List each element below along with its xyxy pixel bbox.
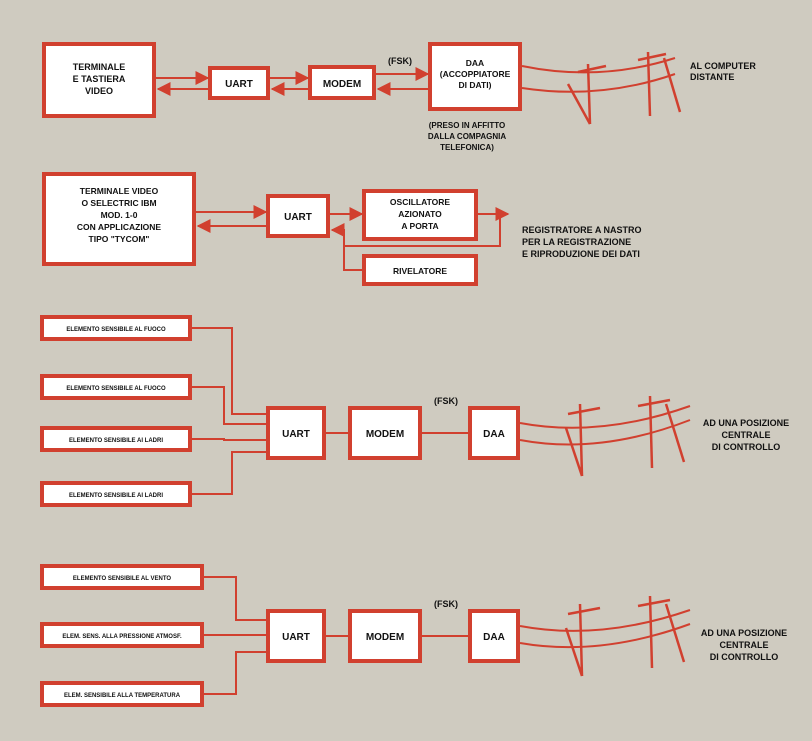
line-sensor4-uart (190, 451, 268, 495)
terminal-video-label-1: TERMINALE VIDEO (80, 186, 159, 196)
note-label-1: (PRESO IN AFFITTO (429, 121, 505, 130)
detector-box (362, 254, 478, 286)
detector-label: RIVELATORE (393, 266, 447, 276)
telephone-line-icon (521, 51, 682, 125)
daa-box-4 (468, 609, 520, 663)
oscillator-label-1: OSCILLATORE (390, 197, 450, 207)
dest-label-4b: CENTRALE (720, 640, 769, 650)
line-wind-uart (202, 576, 268, 621)
daa-label-3: DI DATI) (459, 80, 492, 90)
recorder-label-3: E RIPRODUZIONE DEI DATI (522, 249, 640, 259)
uart-label: UART (225, 79, 253, 90)
diagram-1: TERMINALE E TASTIERA VIDEO UART MODEM (F… (42, 42, 756, 152)
dest-label-3c: DI CONTROLLO (712, 442, 781, 452)
fsk-label-4: (FSK) (434, 599, 458, 609)
oscillator-label-3: A PORTA (401, 221, 438, 231)
line-temperature-uart (202, 651, 268, 695)
telephone-line-icon-4 (519, 595, 691, 677)
uart-box-4 (266, 609, 326, 663)
line-sensor1-uart (190, 327, 268, 415)
terminal-label-2: E TASTIERA (73, 74, 126, 84)
dest-label-3b: CENTRALE (722, 430, 771, 440)
oscillator-label-2: AZIONATO (398, 209, 442, 219)
recorder-label-2: PER LA REGISTRAZIONE (522, 237, 631, 247)
terminal-video-label-4: CON APPLICAZIONE (77, 222, 162, 232)
telephone-line-icon-3 (519, 395, 691, 477)
terminal-video-label-5: TIPO "TYCOM" (89, 234, 150, 244)
terminal-video-box (42, 172, 196, 266)
dest-label-4c: DI CONTROLLO (710, 652, 779, 662)
uart-label-3: UART (282, 429, 310, 440)
sensor-theft-label-2: ELEMENTO SENSIBILE AI LADRI (69, 493, 163, 499)
fsk-label: (FSK) (388, 56, 412, 66)
diagram-4: ELEMENTO SENSIBILE AL VENTO ELEM. SENS. … (40, 564, 787, 707)
modem-label: MODEM (323, 79, 361, 90)
daa-label-4: DAA (483, 632, 505, 643)
daa-label-1: DAA (466, 58, 484, 68)
terminal-label-3: VIDEO (85, 86, 113, 96)
sensor-fire-label-1: ELEMENTO SENSIBILE AL FUOCO (66, 327, 166, 333)
note-label-2: DALLA COMPAGNIA (428, 132, 506, 141)
sensor-fire-label-2: ELEMENTO SENSIBILE AL FUOCO (66, 386, 166, 392)
sensor-theft-label-1: ELEMENTO SENSIBILE AI LADRI (69, 438, 163, 444)
daa-label-3: DAA (483, 429, 505, 440)
modem-label-3: MODEM (366, 429, 404, 440)
modem-label-4: MODEM (366, 632, 404, 643)
uart-label-4: UART (282, 632, 310, 643)
dest-label-1: AL COMPUTER (690, 61, 756, 71)
dest-label-4a: AD UNA POSIZIONE (701, 628, 787, 638)
modem-box (308, 65, 376, 100)
daa-box-3 (468, 406, 520, 460)
sensor-wind-label: ELEMENTO SENSIBILE AL VENTO (73, 576, 171, 582)
daa-box (428, 42, 522, 111)
diagram-3: ELEMENTO SENSIBILE AL FUOCO ELEMENTO SEN… (40, 315, 789, 507)
line-feedback (344, 214, 501, 247)
modem-box-3 (348, 406, 422, 460)
dest-label-3a: AD UNA POSIZIONE (703, 418, 789, 428)
terminal-label-1: TERMINALE (73, 62, 126, 72)
terminal-video-label-3: MOD. 1-0 (101, 210, 138, 220)
dest-label-2: DISTANTE (690, 72, 734, 82)
uart-label-2: UART (284, 212, 312, 223)
uart-box (208, 66, 270, 100)
diagram-2: TERMINALE VIDEO O SELECTRIC IBM MOD. 1-0… (42, 172, 642, 286)
daa-label-2: (ACCOPPIATORE (440, 69, 511, 79)
oscillator-box (362, 189, 478, 241)
uart-box-2 (266, 194, 330, 238)
sensor-temperature-label: ELEM. SENSIBILE ALLA TEMPERATURA (64, 693, 181, 699)
terminal-box (42, 42, 156, 118)
line-sensor2-uart (190, 386, 268, 425)
note-label-3: TELEFONICA) (440, 143, 494, 152)
line-sensor3-uart (190, 438, 268, 441)
uart-box-3 (266, 406, 326, 460)
terminal-video-label-2: O SELECTRIC IBM (81, 198, 156, 208)
sensor-pressure-label: ELEM. SENS. ALLA PRESSIONE ATMOSF. (62, 634, 182, 640)
recorder-label-1: REGISTRATORE A NASTRO (522, 225, 642, 235)
arrow-detector-uart (330, 223, 362, 271)
fsk-label-3: (FSK) (434, 396, 458, 406)
